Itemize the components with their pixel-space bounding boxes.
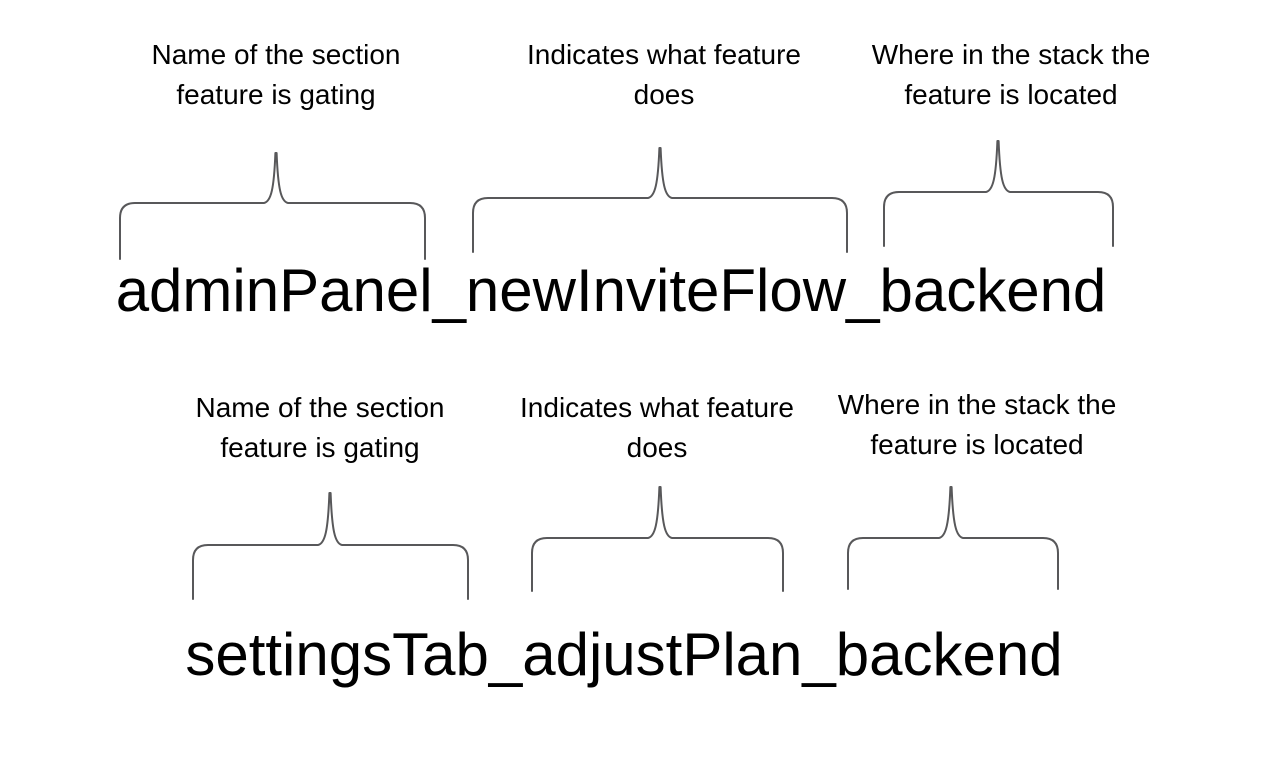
label-line: Indicates what feature xyxy=(520,392,794,423)
label-line: feature is gating xyxy=(176,79,376,110)
label-line: Where in the stack the xyxy=(837,389,1117,420)
brace-path xyxy=(883,140,1114,247)
feature-flag-name-2: settingsTab_adjustPlan_backend xyxy=(185,621,1063,688)
label-section-top: Name of the section feature is gating xyxy=(106,35,446,115)
label-feature-bottom: Indicates what feature does xyxy=(487,388,827,468)
label-line: feature is located xyxy=(870,429,1084,460)
brace-path xyxy=(119,152,426,260)
brace-feature-bottom xyxy=(531,486,784,592)
label-line: does xyxy=(626,432,688,463)
brace-path xyxy=(192,492,469,600)
label-line: feature is gating xyxy=(220,432,420,463)
brace-section-bottom xyxy=(192,492,469,600)
label-line: Name of the section xyxy=(151,39,401,70)
label-section-bottom: Name of the section feature is gating xyxy=(150,388,490,468)
brace-section-top xyxy=(119,152,426,260)
label-stack-top: Where in the stack the feature is locate… xyxy=(841,35,1181,115)
label-feature-top: Indicates what feature does xyxy=(494,35,834,115)
label-line: Indicates what feature xyxy=(527,39,801,70)
brace-stack-top xyxy=(883,140,1114,247)
brace-feature-top xyxy=(472,147,848,253)
brace-path xyxy=(847,486,1059,590)
label-line: Name of the section xyxy=(195,392,445,423)
feature-flag-name-1: adminPanel_newInviteFlow_backend xyxy=(115,257,1107,324)
label-line: does xyxy=(633,79,695,110)
label-stack-bottom: Where in the stack the feature is locate… xyxy=(807,385,1147,465)
brace-path xyxy=(472,147,848,253)
brace-path xyxy=(531,486,784,592)
brace-stack-bottom xyxy=(847,486,1059,590)
label-line: feature is located xyxy=(904,79,1118,110)
label-line: Where in the stack the xyxy=(871,39,1151,70)
